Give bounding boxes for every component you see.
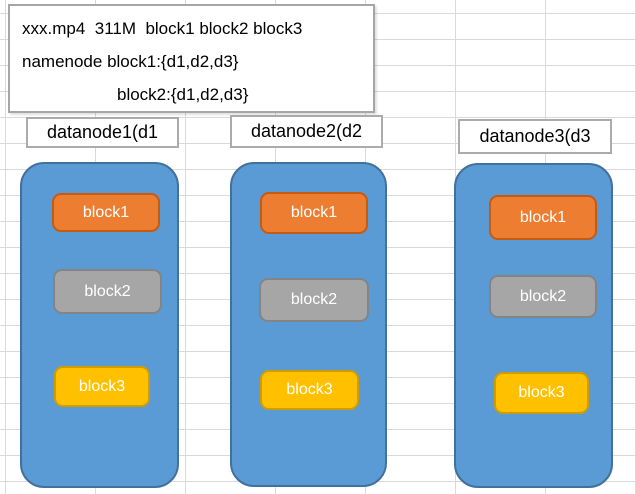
datanode1-container[interactable]: block1 block2 block3 [20, 162, 179, 488]
datanode2-block2[interactable]: block2 [259, 278, 369, 322]
datanode3-block3[interactable]: block3 [494, 372, 589, 414]
namenode-note-box[interactable]: xxx.mp4 311M block1 block2 block3 nameno… [8, 4, 375, 113]
datanode2-container[interactable]: block1 block2 block3 [230, 162, 387, 487]
datanode2-label[interactable]: datanode2(d2 [230, 115, 383, 148]
note-file-line: xxx.mp4 311M block1 block2 block3 [22, 19, 303, 38]
datanode3-container[interactable]: block1 block2 block3 [454, 163, 613, 488]
datanode2-block3[interactable]: block3 [260, 370, 359, 410]
datanode3-block2[interactable]: block2 [489, 275, 597, 318]
note-block2-mapping-line: block2:{d1,d2,d3} [117, 85, 249, 104]
datanode2-block1[interactable]: block1 [260, 192, 368, 234]
datanode3-label[interactable]: datanode3(d3 [458, 119, 612, 154]
note-namenode-line: namenode block1:{d1,d2,d3} [22, 52, 239, 71]
datanode1-block3[interactable]: block3 [54, 366, 150, 407]
datanode1-label[interactable]: datanode1(d1 [26, 117, 179, 148]
datanode1-block1[interactable]: block1 [52, 193, 160, 232]
datanode1-block2[interactable]: block2 [53, 269, 162, 314]
datanode3-block1[interactable]: block1 [489, 195, 597, 240]
